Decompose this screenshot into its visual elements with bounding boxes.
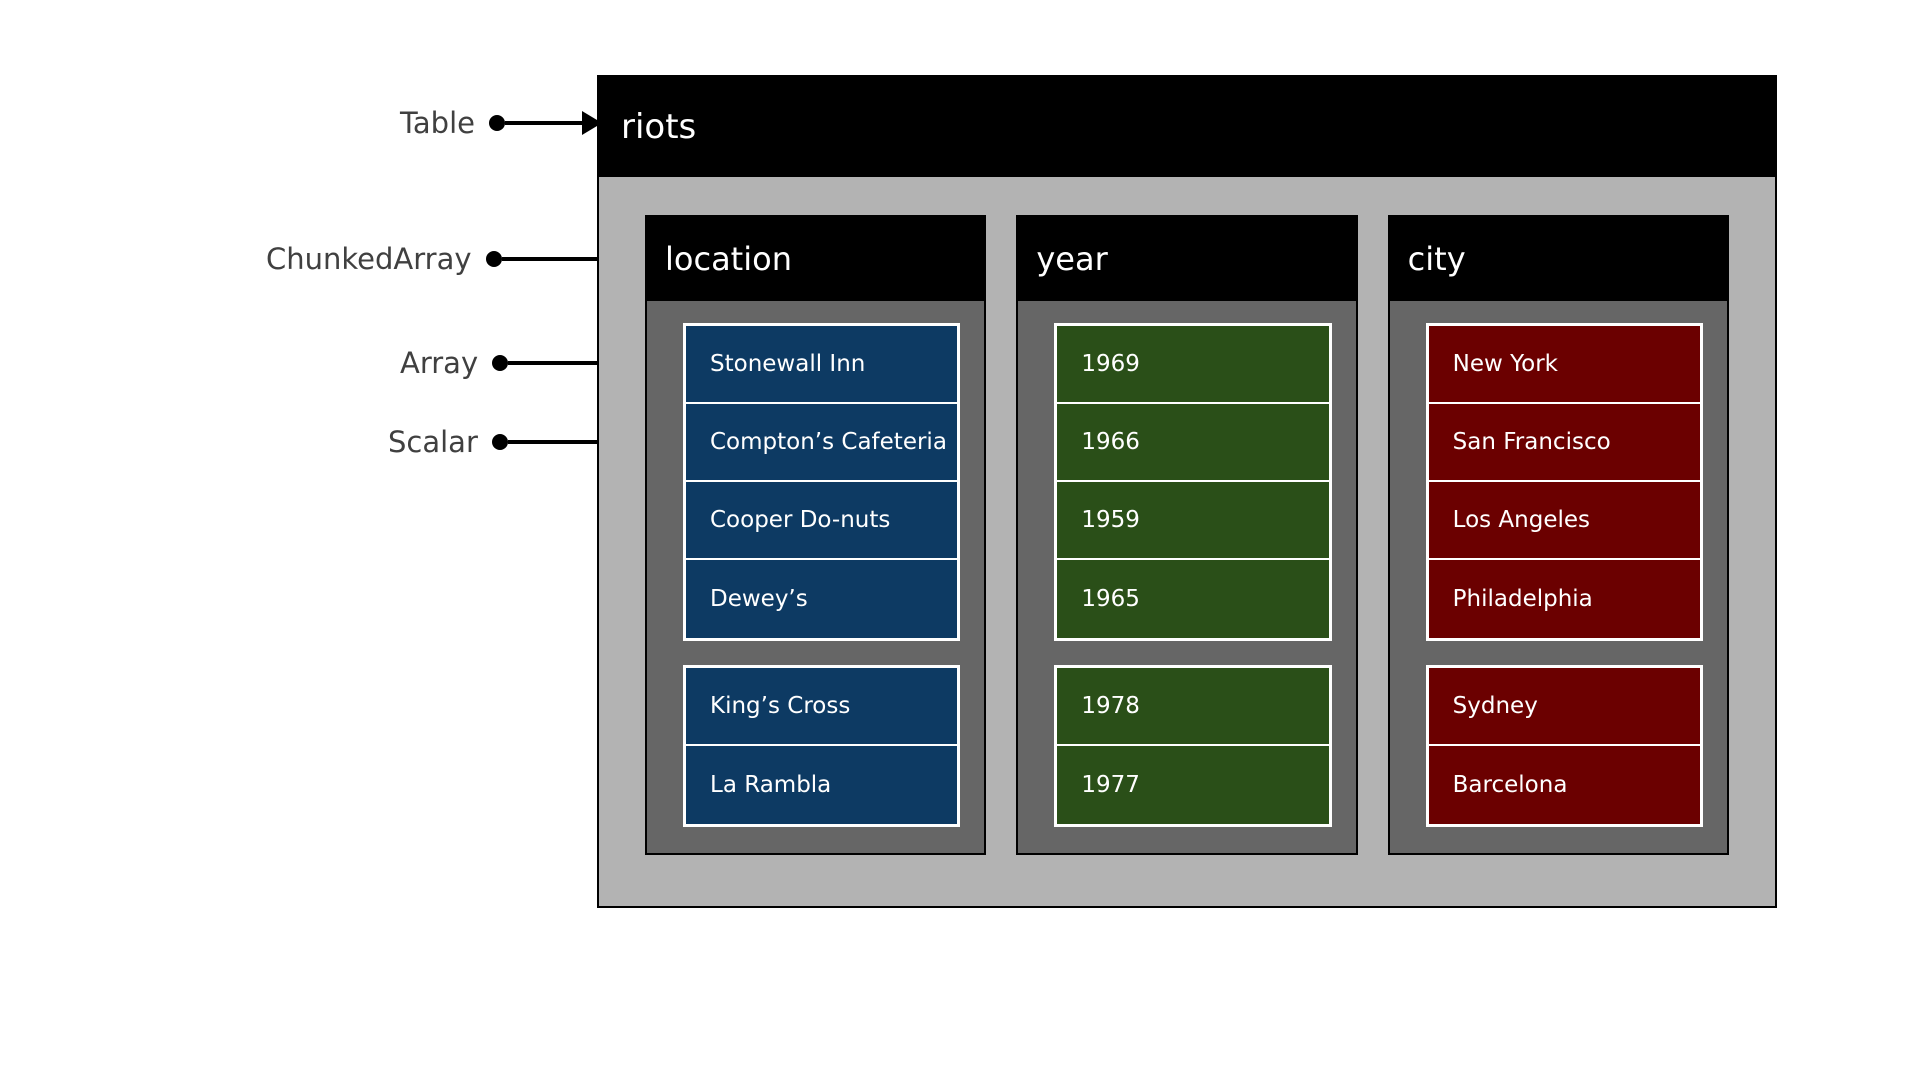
column-body-year: 1969 1966 1959 1965 1978 1977 (1018, 301, 1355, 853)
cell-city-0-3: Philadelphia (1428, 560, 1700, 638)
annotation-line-array (508, 361, 661, 365)
column-title-location: location (665, 240, 792, 278)
cell-location-1-0: King’s Cross (686, 668, 958, 746)
column-body-location: Stonewall Inn Compton’s Cafeteria Cooper… (647, 301, 984, 853)
cell-location-0-1: Compton’s Cafeteria (686, 404, 958, 482)
chunk-city-1: Sydney Barcelona (1425, 665, 1703, 827)
cell-location-0-3: Dewey’s (686, 560, 958, 638)
cell-year-1-0: 1978 (1057, 668, 1329, 746)
chunk-location-1: King’s Cross La Rambla (683, 665, 961, 827)
cell-year-1-1: 1977 (1057, 746, 1329, 824)
annotation-dot-scalar (491, 434, 508, 450)
column-header-location: location (647, 217, 985, 301)
column-year: year 1969 1966 1959 1965 1978 1977 (1016, 215, 1358, 855)
column-header-city: city (1389, 217, 1727, 301)
annotation-line-chunkedarray (501, 257, 627, 261)
annotation-dot-table (489, 115, 505, 131)
table-title: riots (621, 107, 697, 147)
column-title-year: year (1036, 240, 1108, 278)
chunk-location-0: Stonewall Inn Compton’s Cafeteria Cooper… (683, 323, 961, 641)
annotation-line-table (505, 121, 583, 125)
cell-city-1-0: Sydney (1428, 668, 1700, 746)
column-body-city: New York San Francisco Los Angeles Phila… (1390, 301, 1727, 853)
chunk-year-1: 1978 1977 (1054, 665, 1332, 827)
chunk-city-0: New York San Francisco Los Angeles Phila… (1425, 323, 1703, 641)
cell-city-0-0: New York (1428, 326, 1700, 404)
cell-year-0-1: 1966 (1057, 404, 1329, 482)
cell-city-0-2: Los Angeles (1428, 482, 1700, 560)
cell-city-1-1: Barcelona (1428, 746, 1700, 824)
annotation-dot-array (492, 355, 509, 371)
column-title-city: city (1407, 240, 1466, 278)
chunk-year-0: 1969 1966 1959 1965 (1054, 323, 1332, 641)
annotation-label-table: Table (400, 106, 475, 140)
cell-location-0-0: Stonewall Inn (686, 326, 958, 404)
annotation-dot-chunkedarray (485, 251, 502, 267)
column-list: location Stonewall Inn Compton’s Cafeter… (599, 177, 1775, 855)
annotation-label-chunkedarray: ChunkedArray (266, 242, 472, 276)
annotation-table: Table (400, 106, 602, 140)
annotation-label-scalar: Scalar (388, 425, 478, 459)
cell-year-0-0: 1969 (1057, 326, 1329, 404)
cell-location-0-2: Cooper Do-nuts (686, 482, 958, 560)
column-header-year: year (1018, 217, 1356, 301)
table-header: riots (599, 77, 1775, 177)
cell-location-1-1: La Rambla (686, 746, 958, 824)
column-city: city New York San Francisco Los Angeles … (1387, 215, 1729, 855)
cell-city-0-1: San Francisco (1428, 404, 1700, 482)
annotation-label-array: Array (400, 346, 479, 380)
table-box: riots location Stonewall Inn Compton’s C… (597, 75, 1777, 908)
cell-year-0-3: 1965 (1057, 560, 1329, 638)
column-location: location Stonewall Inn Compton’s Cafeter… (645, 215, 987, 855)
cell-year-0-2: 1959 (1057, 482, 1329, 560)
annotation-chunkedarray: ChunkedArray (266, 242, 646, 276)
